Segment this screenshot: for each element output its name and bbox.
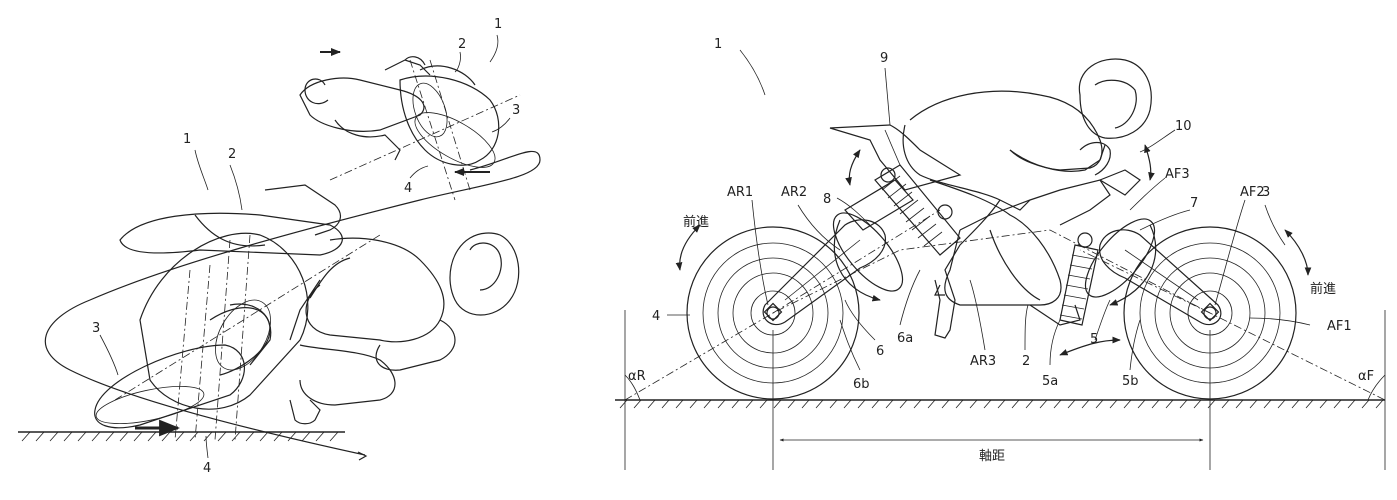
right-ground: [615, 399, 1385, 409]
label-rear-wheel: 4: [652, 309, 660, 324]
left-leaders: [99, 34, 511, 459]
label-rear-arm: 6: [876, 344, 884, 359]
reference-lines: [624, 209, 1386, 470]
small-motorcycle: [299, 48, 521, 201]
seat-tail: [829, 124, 962, 191]
label-front-arm-a: 5a: [1042, 374, 1058, 389]
label-handle: 10: [1175, 119, 1192, 134]
label-rear-arm-b: 6b: [853, 377, 870, 392]
label-ar2: AR2: [781, 185, 807, 200]
front-shock: [1029, 232, 1099, 326]
label-front-arm: 5: [1090, 332, 1098, 347]
front-swing-arm: [1084, 218, 1222, 326]
label-forward-right: 前進: [1310, 281, 1336, 297]
right-leaders: [667, 49, 1311, 371]
label-af3: AF3: [1165, 167, 1190, 182]
label-front-arm-b: 5b: [1122, 374, 1139, 389]
label-bike-small: 1: [494, 17, 502, 32]
rear-shock: [874, 164, 961, 256]
label-body-large: 2: [228, 147, 236, 162]
label-af2: AF2: [1240, 185, 1265, 200]
rider: [902, 58, 1152, 339]
rear-swing-arm: [762, 179, 914, 326]
label-front-wheel: 3: [1262, 185, 1270, 200]
label-rear-arm-a: 6a: [897, 331, 913, 346]
label-rear-wheel-small: 4: [404, 181, 412, 196]
left-ground: [18, 431, 345, 442]
label-seat: 9: [880, 51, 888, 66]
body-frame: [929, 169, 1141, 306]
label-ar1: AR1: [727, 185, 753, 200]
trajectory-arrowhead: [357, 451, 368, 461]
label-af1: AF1: [1327, 319, 1352, 334]
label-forward-left: 前進: [683, 214, 709, 230]
label-front-wheel-large: 3: [92, 321, 100, 336]
label-wheelbase: 軸距: [979, 449, 1005, 464]
label-bike: 1: [714, 37, 722, 52]
right-figure: 1 9 10 AF3 7 8 AR1 AR2 AF2 3 前進 前進 4 AF1…: [615, 37, 1386, 470]
label-alpha-r: αR: [628, 369, 646, 384]
label-body: 2: [1022, 354, 1030, 369]
large-motorcycle: [94, 184, 520, 441]
label-alpha-f: αF: [1358, 369, 1374, 384]
label-rear-wheel-large: 4: [203, 461, 211, 476]
label-rear-actuator: 8: [823, 192, 831, 207]
label-ar3: AR3: [970, 354, 996, 369]
label-body-small: 2: [458, 37, 466, 52]
label-front-wheel-small: 3: [512, 103, 520, 118]
left-figure: 1 2 3 4 1 2 3 4: [18, 17, 541, 476]
label-front-actuator: 7: [1190, 196, 1198, 211]
label-bike-large: 1: [183, 132, 191, 147]
